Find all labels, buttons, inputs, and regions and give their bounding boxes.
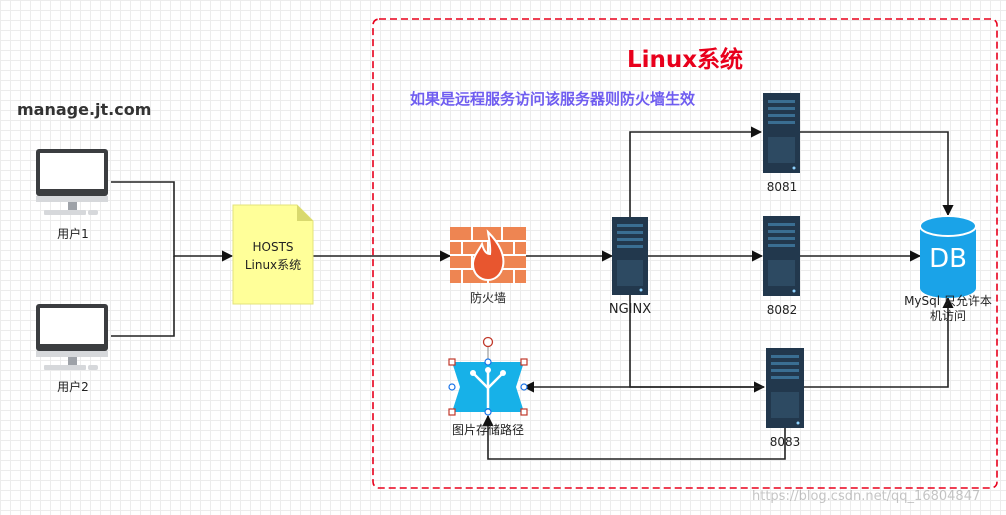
- hosts-label-line2: Linux系统: [244, 258, 302, 272]
- db-label-line1: MySql 只允许本: [904, 294, 992, 308]
- connector-user1-hosts: [111, 181, 234, 262]
- nginx-label: NGINX: [608, 302, 652, 317]
- server-icon: [612, 217, 648, 295]
- load-balancer-icon[interactable]: [452, 362, 524, 412]
- monitor-icon: [36, 304, 108, 370]
- server-icon: [766, 348, 804, 428]
- firewall-icon: [450, 227, 526, 283]
- document-note-icon: [232, 204, 314, 305]
- storage-label: 图片存储路径: [451, 423, 525, 437]
- connector-user2-hosts: [111, 256, 175, 337]
- db-text: DB: [929, 244, 967, 274]
- selection-handles[interactable]: [448, 336, 528, 416]
- connector-8081-db: [800, 131, 954, 217]
- connector-8083-db: [804, 296, 954, 388]
- region-subtitle: 如果是远程服务访问该服务器则防火墙生效: [410, 90, 696, 108]
- site-label: manage.jt.com: [17, 100, 152, 119]
- monitor-icon: [36, 149, 108, 215]
- server-icon: [763, 93, 800, 173]
- user1-label: 用户1: [57, 227, 89, 241]
- server-icon: [763, 216, 800, 296]
- server-8083-label: 8083: [769, 435, 801, 449]
- connector-nginx-8081: [629, 126, 763, 217]
- firewall-label: 防火墙: [469, 291, 507, 305]
- watermark: https://blog.csdn.net/qq_16804847: [752, 489, 981, 504]
- hosts-label-line1: HOSTS: [252, 240, 294, 254]
- linux-region-border: [372, 18, 998, 489]
- connector-8083-storage-bottom: [482, 414, 786, 460]
- user2-label: 用户2: [57, 380, 89, 394]
- server-8082-label: 8082: [766, 303, 798, 317]
- region-title: Linux系统: [626, 47, 744, 73]
- db-label-line2: 机访问: [929, 309, 967, 323]
- server-8081-label: 8081: [766, 180, 798, 194]
- database-icon: [919, 215, 977, 298]
